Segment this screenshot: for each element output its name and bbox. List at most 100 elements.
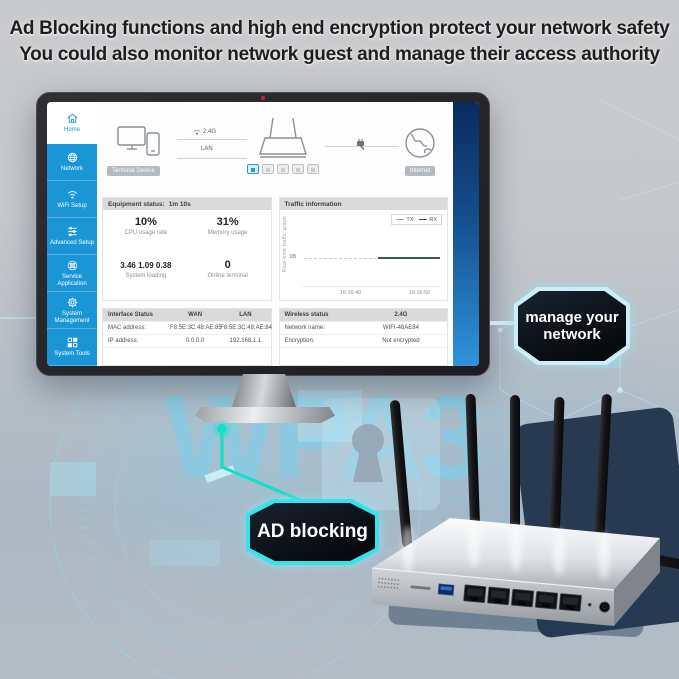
link-line-lan <box>177 158 247 159</box>
apps-icon <box>67 260 77 270</box>
legend-rx: RX <box>429 216 437 223</box>
sidebar-item-label: System Management <box>54 310 90 324</box>
status-panels: Equipment status: 1m 10s 10% CPU usage r… <box>102 197 448 301</box>
tx-flat-line <box>303 258 377 259</box>
stat-cpu: 10% CPU usage rate <box>124 216 168 236</box>
svg-text:0 1 1 0 1 0 0 1: 0 1 1 0 1 0 0 1 <box>430 409 500 421</box>
vent-holes <box>377 577 400 590</box>
dashboard-sidebar: Home Network WiFi Setup Advanced Setup <box>47 102 97 366</box>
lan-port-active <box>247 164 259 174</box>
table-header-row: Interface Status WAN LAN <box>103 309 271 322</box>
internet-globe-icon <box>405 128 435 158</box>
rx-flat-line <box>378 257 440 259</box>
sidebar-item-system-management[interactable]: System Management <box>47 292 97 329</box>
sidebar-item-home[interactable]: Home <box>47 102 97 144</box>
router-right-face <box>614 538 660 626</box>
wan-plug-icon <box>357 139 365 150</box>
network-topology: Terminal Device 2.4G LAN <box>97 102 453 194</box>
sliders-icon <box>67 226 77 237</box>
dashboard-main: Terminal Device 2.4G LAN <box>97 102 453 366</box>
legend-tx: TX <box>406 216 414 223</box>
sidebar-item-label: WiFi Setup <box>57 203 87 209</box>
monitor-power-led <box>261 96 265 100</box>
table-row: Encryption: Not encrypted <box>279 335 447 348</box>
router-dashboard: Home Network WiFi Setup Advanced Setup <box>47 102 453 366</box>
equipment-uptime: 1m 10s <box>168 200 191 208</box>
router-device <box>371 394 679 626</box>
table-row: MAC address: F8:5E:3C:48:AE:85 F8:5E:3C:… <box>103 322 272 335</box>
lan-port <box>262 164 274 174</box>
equipment-status-panel: Equipment status: 1m 10s 10% CPU usage r… <box>102 197 272 301</box>
traffic-x-tick-2: 16:16:50 <box>408 290 431 296</box>
status-tables: Interface Status WAN LAN MAC address: F8… <box>102 308 448 366</box>
headline: Ad Blocking functions and high end encry… <box>0 16 679 68</box>
monitor-screen: Home Network WiFi Setup Advanced Setup <box>47 102 479 366</box>
gear-icon <box>67 297 77 307</box>
globe-icon <box>67 152 77 163</box>
svg-text:0 1 0 1: 0 1 0 1 <box>452 494 480 504</box>
ethernet-ports <box>463 584 582 612</box>
traffic-information-panel: Traffic information TX RX Real-time traf… <box>278 197 448 301</box>
power-jack <box>598 601 611 613</box>
screen-wallpaper-band <box>453 102 479 366</box>
lan-port <box>292 164 304 174</box>
stat-online-terminal: 0 Online terminal <box>207 259 248 279</box>
headline-line2: You could also monitor network guest and… <box>19 44 660 65</box>
link-2g4-label: 2.4G <box>203 128 217 135</box>
sim-slot <box>410 585 431 590</box>
keyhole-lock-graphic <box>322 398 440 510</box>
table-row: Network name: WIFI-48AE84 <box>279 322 447 335</box>
sidebar-item-advanced-setup[interactable]: Advanced Setup <box>47 218 97 255</box>
link-lan-label: LAN <box>201 146 213 152</box>
sidebar-item-label: System Tools <box>54 351 90 357</box>
sidebar-item-label: Service Application <box>57 273 87 287</box>
sidebar-item-service-application[interactable]: Service Application <box>47 255 97 292</box>
sidebar-item-wifi-setup[interactable]: WiFi Setup <box>47 181 97 218</box>
monitor-stand-neck <box>231 374 297 410</box>
terminal-device-icon <box>117 126 160 156</box>
wireless-status-table: Wireless status 2.4G Network name: WIFI-… <box>278 308 448 366</box>
internet-label: Internet <box>405 166 436 176</box>
sidebar-item-label: Advanced Setup <box>49 240 95 246</box>
traffic-title: Traffic information <box>284 200 342 208</box>
router-topology-icon <box>259 117 307 158</box>
stat-memory: 31% Memory usage <box>207 216 248 236</box>
traffic-legend[interactable]: TX RX <box>391 214 442 225</box>
lan-port <box>277 164 289 174</box>
adblock-badge-label: AD blocking <box>257 521 368 542</box>
interface-status-table: Interface Status WAN LAN MAC address: F8… <box>102 308 272 366</box>
lan-ports-row <box>247 164 319 174</box>
manage-badge-line2: network <box>543 326 601 343</box>
traffic-x-tick-1: 16:16:40 <box>339 290 362 296</box>
wifi-icon <box>67 191 77 199</box>
equipment-status-title: Equipment status: <box>108 200 165 208</box>
router-antennas <box>389 394 679 575</box>
lan-port <box>307 164 319 174</box>
traffic-y-label: Real-time traffic graph <box>281 216 288 272</box>
rx-line-swatch <box>419 218 428 220</box>
usb-port <box>437 583 455 596</box>
traffic-y-tick: 0B <box>289 254 297 260</box>
traffic-x-axis <box>301 286 441 287</box>
squares-icon <box>67 337 77 348</box>
manage-badge-line1: manage your <box>525 308 619 326</box>
sidebar-item-label: Home <box>63 126 80 133</box>
monitor-stand-base <box>195 407 335 423</box>
table-header-row: Wireless status 2.4G <box>279 309 447 322</box>
home-icon <box>66 113 78 123</box>
terminal-device-label: Terminal Device <box>107 166 160 176</box>
link-line-wireless <box>177 139 247 140</box>
manage-network-badge: manage your network <box>514 287 630 365</box>
table-row: IP address: 0.0.0.0 192.168.1.1 <box>103 335 271 348</box>
sidebar-item-network[interactable]: Network <box>47 144 97 181</box>
link-line-wan <box>325 146 399 147</box>
sidebar-item-label: Network <box>60 166 83 172</box>
wifi-small-icon <box>193 129 201 135</box>
sidebar-item-system-tools[interactable]: System Tools <box>47 329 97 366</box>
monitor: Home Network WiFi Setup Advanced Setup <box>36 92 490 376</box>
tx-line-swatch <box>396 218 405 220</box>
reset-button <box>587 602 592 607</box>
stat-load: 3.46 1.09 0.38 System loading <box>120 261 172 279</box>
headline-line1: Ad Blocking functions and high end encry… <box>9 18 670 39</box>
